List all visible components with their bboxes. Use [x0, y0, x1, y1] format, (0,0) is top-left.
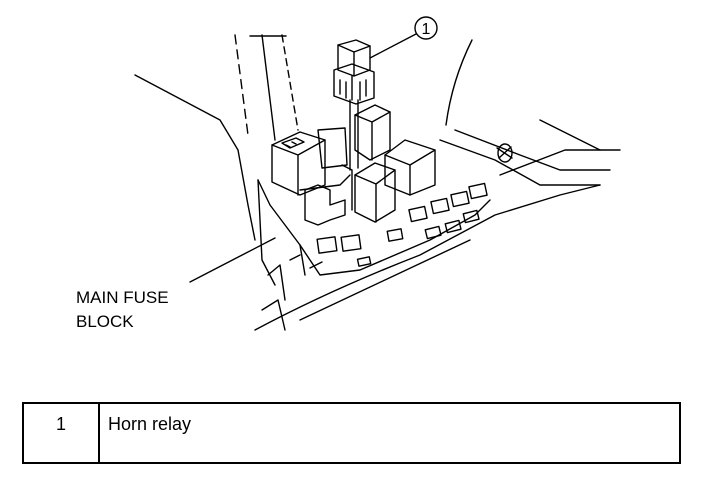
block-label-line1: MAIN FUSE: [76, 288, 169, 307]
screw-icon: [496, 143, 513, 163]
vehicle-body-outline: [134, 34, 621, 331]
callout-1-leader: [369, 33, 417, 59]
block-label-line2: BLOCK: [76, 312, 134, 331]
horn-relay: [333, 39, 375, 105]
block-label-leader: [189, 237, 276, 283]
callout-1-circle: [414, 16, 438, 40]
legend-row-number: 1: [24, 404, 100, 462]
legend-row-description: Horn relay: [108, 414, 192, 434]
fuse-block-diagram: 1: [134, 16, 621, 331]
callout-1: 1: [369, 16, 438, 59]
main-fuse-block-label: MAIN FUSE BLOCK: [76, 286, 169, 334]
legend-table: 1 Horn relay: [22, 402, 681, 464]
callout-1-number: 1: [422, 21, 431, 38]
main-fuse-block: [257, 99, 491, 286]
